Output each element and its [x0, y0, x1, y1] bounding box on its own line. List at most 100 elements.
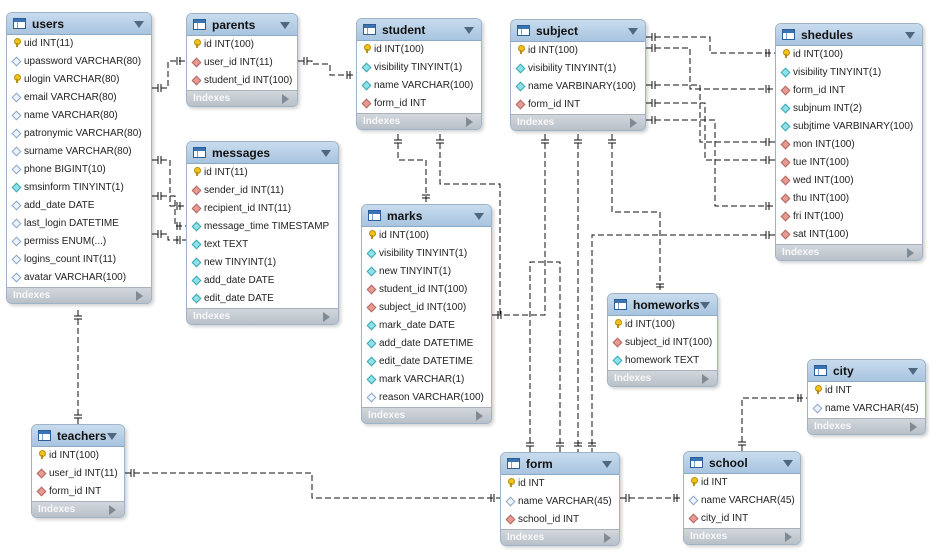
- collapse-triangle-icon[interactable]: [908, 368, 918, 375]
- expand-arrow-icon[interactable]: [136, 291, 143, 301]
- column-row[interactable]: ulogin VARCHAR(80): [7, 71, 151, 89]
- collapse-triangle-icon[interactable]: [602, 461, 612, 468]
- column-row[interactable]: user_id INT(11): [32, 465, 124, 483]
- column-row[interactable]: edit_date DATE: [187, 290, 338, 308]
- column-row[interactable]: name VARCHAR(45): [501, 493, 619, 511]
- expand-arrow-icon[interactable]: [910, 422, 917, 432]
- column-row[interactable]: fri INT(100): [776, 208, 922, 226]
- column-row[interactable]: id INT(100): [776, 46, 922, 64]
- expand-arrow-icon[interactable]: [282, 94, 289, 104]
- table-header[interactable]: city: [808, 360, 925, 382]
- column-row[interactable]: id INT(100): [357, 41, 481, 59]
- column-row[interactable]: id INT: [501, 475, 619, 493]
- column-row[interactable]: form_id INT: [776, 82, 922, 100]
- column-row[interactable]: name VARCHAR(45): [684, 492, 800, 510]
- column-row[interactable]: mon INT(100): [776, 136, 922, 154]
- column-row[interactable]: sender_id INT(11): [187, 182, 338, 200]
- column-row[interactable]: form_id INT: [32, 483, 124, 501]
- column-row[interactable]: id INT(100): [608, 316, 717, 334]
- column-row[interactable]: last_login DATETIME: [7, 215, 151, 233]
- column-row[interactable]: reason VARCHAR(100): [362, 389, 491, 407]
- column-row[interactable]: id INT: [808, 382, 925, 400]
- column-row[interactable]: logins_count INT(11): [7, 251, 151, 269]
- column-row[interactable]: visibility TINYINT(1): [362, 245, 491, 263]
- expand-arrow-icon[interactable]: [476, 411, 483, 421]
- column-row[interactable]: add_date DATETIME: [362, 335, 491, 353]
- table-header[interactable]: parents: [187, 14, 297, 36]
- column-row[interactable]: id INT: [684, 474, 800, 492]
- table-header[interactable]: marks: [362, 205, 491, 227]
- table-header[interactable]: users: [7, 13, 151, 35]
- column-row[interactable]: visibility TINYINT(1): [511, 60, 645, 78]
- indexes-footer[interactable]: Indexes: [511, 114, 645, 130]
- column-row[interactable]: id INT(100): [511, 42, 645, 60]
- table-header[interactable]: form: [501, 453, 619, 475]
- column-row[interactable]: edit_date DATETIME: [362, 353, 491, 371]
- column-row[interactable]: surname VARCHAR(80): [7, 143, 151, 161]
- column-row[interactable]: name VARCHAR(100): [357, 77, 481, 95]
- indexes-footer[interactable]: Indexes: [684, 528, 800, 544]
- column-row[interactable]: form_id INT: [511, 96, 645, 114]
- table-header[interactable]: student: [357, 19, 481, 41]
- table-header[interactable]: teachers: [32, 425, 124, 447]
- column-row[interactable]: name VARBINARY(100): [511, 78, 645, 96]
- column-row[interactable]: form_id INT: [357, 95, 481, 113]
- collapse-triangle-icon[interactable]: [700, 302, 710, 309]
- expand-arrow-icon[interactable]: [785, 532, 792, 542]
- column-row[interactable]: message_time TIMESTAMP: [187, 218, 338, 236]
- column-row[interactable]: sat INT(100): [776, 226, 922, 244]
- collapse-triangle-icon[interactable]: [474, 213, 484, 220]
- column-row[interactable]: student_id INT(100): [187, 72, 297, 90]
- collapse-triangle-icon[interactable]: [628, 28, 638, 35]
- column-row[interactable]: subject_id INT(100): [608, 334, 717, 352]
- column-row[interactable]: id INT(100): [187, 36, 297, 54]
- column-row[interactable]: homework TEXT: [608, 352, 717, 370]
- column-row[interactable]: thu INT(100): [776, 190, 922, 208]
- collapse-triangle-icon[interactable]: [321, 150, 331, 157]
- column-row[interactable]: smsinform TINYINT(1): [7, 179, 151, 197]
- column-row[interactable]: id INT(100): [32, 447, 124, 465]
- column-row[interactable]: mark VARCHAR(1): [362, 371, 491, 389]
- column-row[interactable]: text TEXT: [187, 236, 338, 254]
- expand-arrow-icon[interactable]: [323, 312, 330, 322]
- indexes-footer[interactable]: Indexes: [187, 308, 338, 324]
- expand-arrow-icon[interactable]: [702, 374, 709, 384]
- column-row[interactable]: recipient_id INT(11): [187, 200, 338, 218]
- column-row[interactable]: visibility TINYINT(1): [776, 64, 922, 82]
- column-row[interactable]: id INT(11): [187, 164, 338, 182]
- expand-arrow-icon[interactable]: [109, 505, 116, 515]
- indexes-footer[interactable]: Indexes: [7, 287, 151, 303]
- expand-arrow-icon[interactable]: [604, 533, 611, 543]
- collapse-triangle-icon[interactable]: [107, 433, 117, 440]
- collapse-triangle-icon[interactable]: [905, 32, 915, 39]
- table-header[interactable]: homeworks: [608, 294, 717, 316]
- column-row[interactable]: city_id INT: [684, 510, 800, 528]
- table-header[interactable]: messages: [187, 142, 338, 164]
- column-row[interactable]: user_id INT(11): [187, 54, 297, 72]
- column-row[interactable]: uid INT(11): [7, 35, 151, 53]
- collapse-triangle-icon[interactable]: [280, 22, 290, 29]
- collapse-triangle-icon[interactable]: [783, 460, 793, 467]
- indexes-footer[interactable]: Indexes: [32, 501, 124, 517]
- collapse-triangle-icon[interactable]: [464, 27, 474, 34]
- column-row[interactable]: school_id INT: [501, 511, 619, 529]
- indexes-footer[interactable]: Indexes: [808, 418, 925, 434]
- column-row[interactable]: name VARCHAR(80): [7, 107, 151, 125]
- indexes-footer[interactable]: Indexes: [357, 113, 481, 129]
- column-row[interactable]: subject_id INT(100): [362, 299, 491, 317]
- column-row[interactable]: avatar VARCHAR(100): [7, 269, 151, 287]
- column-row[interactable]: new TINYINT(1): [362, 263, 491, 281]
- column-row[interactable]: patronymic VARCHAR(80): [7, 125, 151, 143]
